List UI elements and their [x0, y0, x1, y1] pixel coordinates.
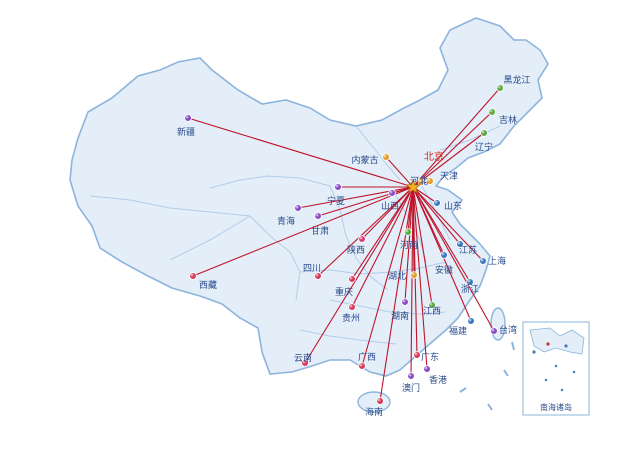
- route-shanghai: [412, 186, 484, 262]
- label-xizang: 西藏: [199, 279, 217, 291]
- marker-hebei-icon[interactable]: [417, 178, 425, 186]
- label-taiwan: 台湾: [499, 324, 517, 336]
- label-zhejiang: 浙江: [461, 283, 479, 295]
- route-xizang: [192, 186, 414, 277]
- marker-gansu-icon[interactable]: [314, 212, 322, 220]
- marker-liaoning-icon[interactable]: [480, 129, 488, 137]
- route-hunan: [404, 186, 414, 303]
- marker-qinghai-icon[interactable]: [294, 204, 302, 212]
- label-ningxia: 宁夏: [327, 195, 345, 207]
- label-hubei: 湖北: [388, 271, 406, 282]
- label-neimenggu: 内蒙古: [351, 154, 378, 166]
- marker-jiangsu-icon[interactable]: [456, 240, 464, 248]
- label-xianggang: 香港: [429, 374, 447, 386]
- route-hainan: [379, 186, 414, 402]
- marker-neimenggu-icon[interactable]: [382, 153, 390, 161]
- inset-label: 南海诸岛: [540, 402, 572, 412]
- marker-tianjin-icon[interactable]: [426, 177, 434, 185]
- route-jiangxi: [412, 186, 433, 306]
- marker-chongqing-icon[interactable]: [348, 275, 356, 283]
- marker-jiangxi-icon[interactable]: [428, 301, 436, 309]
- route-aomen: [410, 186, 414, 377]
- marker-shanxi-icon[interactable]: [388, 189, 396, 197]
- hub-star-icon: [405, 178, 421, 194]
- hainan-island-shape: [357, 391, 391, 413]
- marker-aomen-icon[interactable]: [407, 372, 415, 380]
- marker-yunnan-icon[interactable]: [301, 359, 309, 367]
- label-henan: 河南: [400, 239, 418, 251]
- label-guangdong: 广东: [421, 351, 439, 363]
- label-shandong: 山东: [444, 200, 462, 212]
- label-hebei: 河北: [410, 175, 428, 187]
- label-hunan: 湖南: [391, 310, 409, 322]
- label-jilin: 吉林: [499, 114, 517, 126]
- marker-guizhou-icon[interactable]: [348, 303, 356, 311]
- label-hub-beijing: 北京: [424, 150, 444, 163]
- label-heilongjiang: 黑龙江: [503, 74, 530, 86]
- route-lines: [187, 87, 501, 402]
- marker-hainan-icon[interactable]: [376, 397, 384, 405]
- route-chongqing: [351, 186, 414, 280]
- label-shanghai: 上海: [488, 255, 506, 267]
- label-fujian: 福建: [449, 325, 467, 337]
- label-xinjiang: 新疆: [177, 126, 195, 138]
- marker-hunan-icon[interactable]: [401, 298, 409, 306]
- marker-sichuan-icon[interactable]: [314, 272, 322, 280]
- label-sichuan: 四川: [303, 264, 321, 274]
- marker-jilin-icon[interactable]: [488, 108, 496, 116]
- route-liaoning: [412, 132, 485, 188]
- route-xinjiang: [187, 117, 414, 188]
- label-aomen: 澳门: [402, 382, 420, 394]
- marker-fujian-icon[interactable]: [467, 317, 475, 325]
- label-shaanxi: 陕西: [347, 244, 365, 256]
- route-heilongjiang: [412, 87, 501, 188]
- route-guangxi: [361, 186, 414, 367]
- marker-hubei-icon[interactable]: [410, 271, 418, 279]
- route-guangdong: [412, 186, 418, 356]
- south-china-sea-inset: 南海诸岛: [522, 321, 590, 416]
- label-chongqing: 重庆: [335, 286, 353, 298]
- label-tianjin: 天津: [440, 171, 458, 182]
- label-anhui: 安徽: [435, 264, 453, 276]
- marker-zhejiang-icon[interactable]: [466, 278, 474, 286]
- marker-taiwan-icon[interactable]: [490, 327, 498, 335]
- marker-guangxi-icon[interactable]: [358, 362, 366, 370]
- sea-border-dashes: [459, 341, 515, 411]
- route-jiangsu: [412, 186, 461, 245]
- label-gansu: 甘肃: [311, 225, 329, 237]
- marker-henan-icon[interactable]: [404, 228, 412, 236]
- route-sichuan: [317, 186, 414, 277]
- route-jilin: [412, 111, 493, 188]
- marker-xianggang-icon[interactable]: [423, 365, 431, 373]
- marker-ningxia-icon[interactable]: [334, 183, 342, 191]
- label-guangxi: 广西: [358, 351, 376, 363]
- route-xianggang: [412, 186, 428, 370]
- label-hainan: 海南: [365, 406, 383, 418]
- marker-anhui-icon[interactable]: [440, 251, 448, 259]
- label-jiangsu: 江苏: [459, 244, 477, 256]
- label-qinghai: 青海: [277, 215, 295, 227]
- label-jiangxi: 江西: [423, 306, 441, 317]
- label-guizhou: 贵州: [342, 312, 360, 324]
- label-shanxi: 山西: [381, 201, 399, 212]
- china-mainland-shape: [69, 17, 549, 377]
- marker-shanghai-icon[interactable]: [479, 257, 487, 265]
- marker-shaanxi-icon[interactable]: [358, 235, 366, 243]
- marker-xizang-icon[interactable]: [189, 272, 197, 280]
- route-shandong: [412, 186, 438, 204]
- route-taiwan: [412, 186, 495, 332]
- route-gansu: [317, 186, 414, 217]
- label-yunnan: 云南: [294, 352, 312, 364]
- marker-xinjiang-icon[interactable]: [184, 114, 192, 122]
- route-guizhou: [351, 186, 414, 308]
- route-neimenggu: [385, 156, 414, 188]
- marker-shandong-icon[interactable]: [433, 199, 441, 207]
- label-liaoning: 辽宁: [475, 141, 493, 153]
- marker-heilongjiang-icon[interactable]: [496, 84, 504, 92]
- city-markers: [184, 84, 504, 405]
- marker-guangdong-icon[interactable]: [413, 351, 421, 359]
- route-yunnan: [304, 186, 414, 364]
